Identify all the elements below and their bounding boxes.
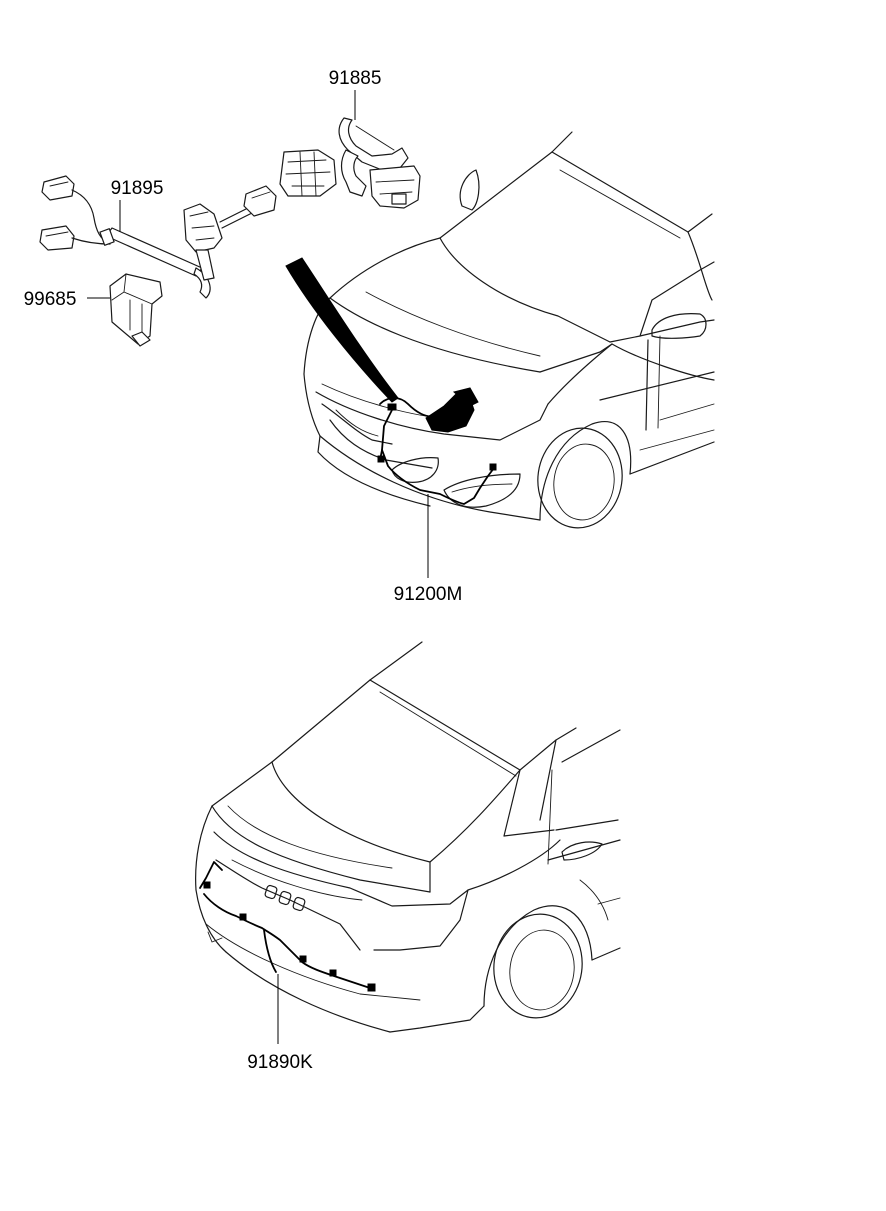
part-label-91885: 91885 — [329, 68, 382, 89]
connector-assembly-91885: 91885 — [279, 68, 421, 209]
part-label-91200M: 91200M — [394, 584, 463, 605]
sensor-harness-91895: 91895 — [39, 175, 277, 299]
front-car-drawing: 91200M — [285, 131, 715, 605]
rear-car-drawing: 91890K — [195, 641, 621, 1073]
part-label-99685: 99685 — [24, 289, 77, 310]
part-label-91895: 91895 — [111, 178, 164, 199]
protector-bracket-99685: 99685 — [24, 273, 163, 347]
part-label-91890K: 91890K — [247, 1052, 313, 1073]
